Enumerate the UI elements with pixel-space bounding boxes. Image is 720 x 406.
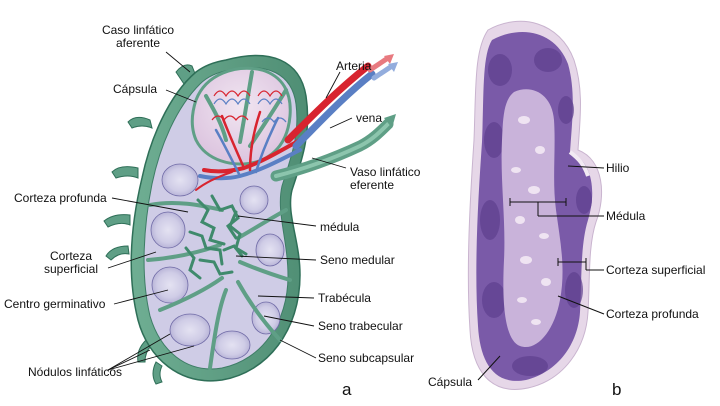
panel-b-letter: b — [612, 380, 622, 399]
label-vein: vena — [356, 111, 383, 125]
label-medullary-sinus: Seno medular — [320, 253, 395, 267]
label-efferent-vessel: Vaso linfático eferente — [350, 165, 421, 192]
efferent-vessel — [270, 114, 396, 182]
label-subcapsular-sinus: Seno subcapsular — [318, 351, 415, 365]
vein-arrow-icon — [388, 62, 398, 72]
artery-vein — [284, 55, 395, 150]
label-lymphatic-nodules: Nódulos linfáticos — [28, 365, 123, 379]
panel-a-letter: a — [342, 380, 352, 399]
label-deep-cortex-b: Corteza profunda — [606, 307, 699, 321]
label-superficial-cortex-a: Corteza superficial — [43, 249, 99, 276]
label-afferent-vessel: Caso linfático aferente — [101, 23, 175, 50]
label-hilum: Hilio — [606, 161, 630, 175]
medullary-cords — [184, 194, 248, 280]
artery-arrow-icon — [384, 54, 394, 64]
label-medulla-a: médula — [320, 220, 360, 234]
label-superficial-cortex-b: Corteza superficial — [606, 263, 706, 277]
afferent-vessels — [103, 64, 197, 385]
label-deep-cortex-a: Corteza profunda — [14, 191, 107, 205]
vessel-branches — [195, 110, 302, 191]
histology-section — [467, 20, 602, 390]
label-trabecula: Trabécula — [318, 291, 371, 305]
capillary-loops — [211, 90, 287, 123]
leader-lines-a — [107, 51, 353, 371]
trabeculae — [146, 70, 292, 370]
leader-lines-b — [477, 165, 605, 381]
label-capsule-a: Cápsula — [113, 82, 158, 96]
follicles — [150, 163, 285, 360]
label-trabecular-sinus: Seno trabecular — [318, 319, 403, 333]
label-germinal-center: Centro germinativo — [4, 297, 106, 311]
label-medulla-b: Médula — [606, 209, 646, 223]
label-artery: Arteria — [336, 59, 372, 73]
label-capsule-b: Cápsula — [428, 375, 473, 389]
